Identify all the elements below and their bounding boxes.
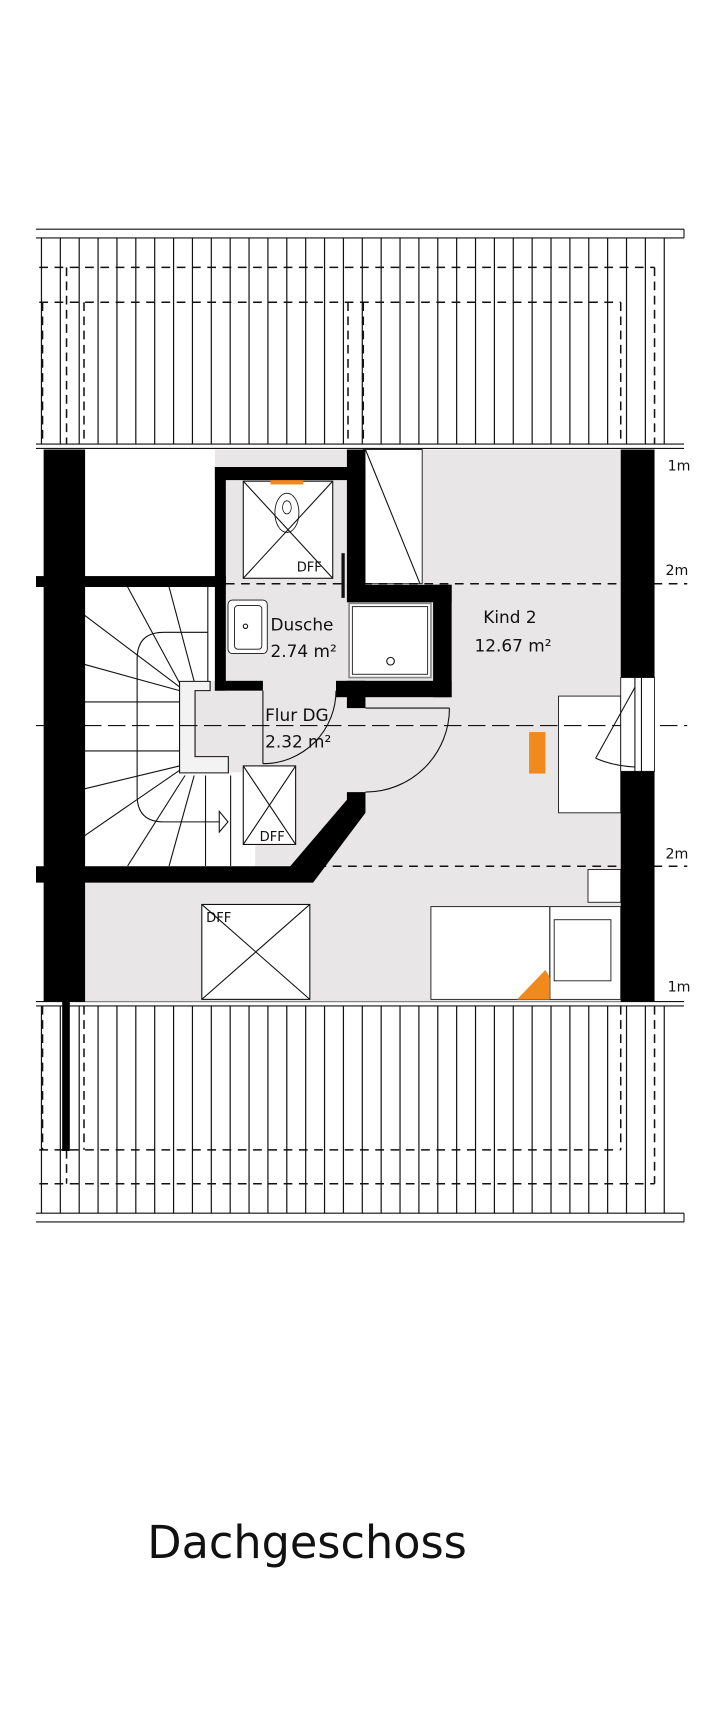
room-name-flur: Flur DG xyxy=(265,705,329,725)
roof-top xyxy=(36,228,685,449)
shower-tray xyxy=(348,602,432,679)
blanket-fold xyxy=(517,969,550,1000)
room-name-kind2: Kind 2 xyxy=(483,607,536,627)
walls xyxy=(36,449,655,1002)
room-area-flur: 2.32 m² xyxy=(265,731,331,751)
door-kind2 xyxy=(365,707,450,793)
height-mark-label: 2m xyxy=(665,847,688,863)
skylight-label: DFF xyxy=(260,830,285,845)
skylight-bathroom: DFF xyxy=(242,479,334,579)
sink-drain-icon xyxy=(242,623,249,629)
height-mark-label: 1m xyxy=(668,458,691,474)
desk xyxy=(558,695,622,814)
roof-tiles xyxy=(40,1005,665,1214)
unused-space xyxy=(85,449,215,577)
sliding-door xyxy=(341,553,345,598)
door-bathroom xyxy=(262,690,337,765)
staircase xyxy=(84,586,232,867)
stair-newel xyxy=(179,680,229,774)
roof-tiles xyxy=(40,237,665,445)
skylight-label: DFF xyxy=(206,911,231,926)
roof-bottom xyxy=(36,1001,685,1223)
radiator xyxy=(529,732,546,774)
height-mark-label: 2m xyxy=(665,563,688,579)
skylight-label: DFF xyxy=(297,561,322,576)
room-name-dusche: Dusche xyxy=(271,615,334,635)
staircase-area xyxy=(85,587,256,867)
pillow xyxy=(553,919,612,982)
toilet-icon xyxy=(274,492,300,533)
heater xyxy=(270,479,304,485)
skylight-room: DFF xyxy=(201,903,311,1000)
height-mark-label: 1m xyxy=(668,980,691,996)
room-area-kind2: 12.67 m² xyxy=(475,635,552,655)
skylight-hallway: DFF xyxy=(242,765,297,845)
window xyxy=(595,677,655,772)
shower-drain-icon xyxy=(386,656,395,666)
room-area-dusche: 2.74 m² xyxy=(271,641,337,661)
wall-extension xyxy=(62,1001,70,1151)
floor-title: Dachgeschoss xyxy=(147,1515,467,1569)
stair-direction-arrow-icon xyxy=(218,809,229,834)
nightstand xyxy=(587,869,622,903)
